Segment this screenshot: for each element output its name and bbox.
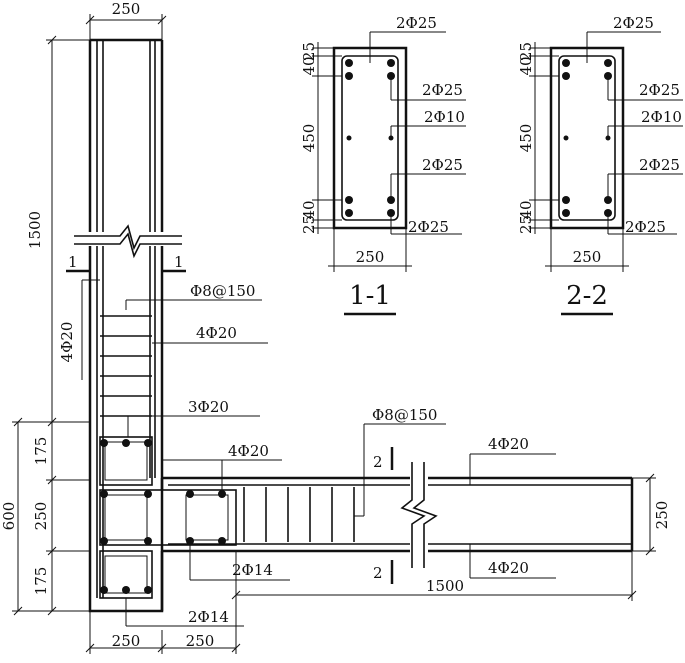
section-1-lower-bars: 2Φ25 xyxy=(422,156,463,174)
beam-stirrups xyxy=(243,487,355,542)
section-1-dim-bottom: 40 xyxy=(300,200,318,219)
section-2-top-bars: 2Φ25 xyxy=(613,14,654,32)
beam-depth-dim: 250 xyxy=(653,501,671,530)
section-2-dim-mid: 450 xyxy=(517,124,535,153)
section-1-dim-mid: 450 xyxy=(300,124,318,153)
joint-bottom-label: 2Φ14 xyxy=(188,608,229,626)
section-1-top-bars: 2Φ25 xyxy=(396,14,437,32)
bottom-dim-2: 250 xyxy=(186,632,215,650)
rebar-callouts: 4Φ20 Φ8@150 4Φ20 3Φ20 4Φ20 2Φ14 2Φ14 Φ8@… xyxy=(58,279,556,627)
section-2-middle-bars: 2Φ10 xyxy=(641,108,682,126)
joint-beam-top-label: 4Φ20 xyxy=(228,442,269,460)
col-side-bars-label: 4Φ20 xyxy=(58,322,76,363)
section-2-bottom-bars: 2Φ25 xyxy=(625,218,666,236)
left-total-dim: 600 xyxy=(0,502,18,531)
section-2-cover-bottom: 25 xyxy=(517,215,535,234)
section-1-1: 2Φ25 2Φ25 2Φ10 2Φ25 2Φ25 25 40 450 40 25… xyxy=(300,14,466,316)
section-1-cover-top: 25 xyxy=(300,42,318,61)
section-2-title: 2-2 xyxy=(566,281,608,311)
beam-stirrup-label: Φ8@150 xyxy=(372,406,437,424)
section-2-dim-top: 40 xyxy=(517,56,535,75)
section-1-cover-bottom: 25 xyxy=(300,215,318,234)
section-2-lower-bars: 2Φ25 xyxy=(639,156,680,174)
section-2-width: 250 xyxy=(573,248,602,266)
beam-length-dim: 1500 xyxy=(426,577,464,595)
section-1-middle-bars: 2Φ10 xyxy=(424,108,465,126)
section-1-title: 1-1 xyxy=(349,281,391,311)
column-elevation: 1 1 xyxy=(66,38,186,613)
cut-2-top-label: 2 xyxy=(373,453,383,471)
section-1-dim-top: 40 xyxy=(300,56,318,75)
column-stirrups xyxy=(100,315,152,417)
joint-beam-bottom-label: 2Φ14 xyxy=(232,561,273,579)
section-1-upper-bars: 2Φ25 xyxy=(422,81,463,99)
dim-175-b: 175 xyxy=(32,567,50,596)
section-2-dim-bottom: 40 xyxy=(517,200,535,219)
dim-175-a: 175 xyxy=(32,437,50,466)
section-1-width: 250 xyxy=(356,248,385,266)
beam-bottom-label: 4Φ20 xyxy=(488,559,529,577)
col-stirrup-label: Φ8@150 xyxy=(190,282,255,300)
col-main-label: 4Φ20 xyxy=(196,324,237,342)
dim-250-mid: 250 xyxy=(32,502,50,531)
cut-1-left-label: 1 xyxy=(68,253,78,271)
beam-elevation: 2 2 xyxy=(160,447,634,584)
section-1-bottom-bars: 2Φ25 xyxy=(408,218,449,236)
joint-top-label: 3Φ20 xyxy=(188,398,229,416)
joint-bars xyxy=(100,439,226,594)
cut-2-bottom-label: 2 xyxy=(373,564,383,582)
joint-detail xyxy=(99,436,237,611)
section-2-upper-bars: 2Φ25 xyxy=(639,81,680,99)
section-2-2: 2Φ25 2Φ25 2Φ10 2Φ25 2Φ25 25 40 450 40 25… xyxy=(517,14,683,316)
dimensions: 250 1500 600 175 250 175 250 250 xyxy=(0,0,671,654)
cut-1-right-label: 1 xyxy=(174,253,184,271)
beam-top-label: 4Φ20 xyxy=(488,435,529,453)
col-width-top-dim: 250 xyxy=(112,0,141,18)
bottom-dim-1: 250 xyxy=(112,632,141,650)
col-height-dim: 1500 xyxy=(26,211,44,249)
section-2-cover-top: 25 xyxy=(517,42,535,61)
